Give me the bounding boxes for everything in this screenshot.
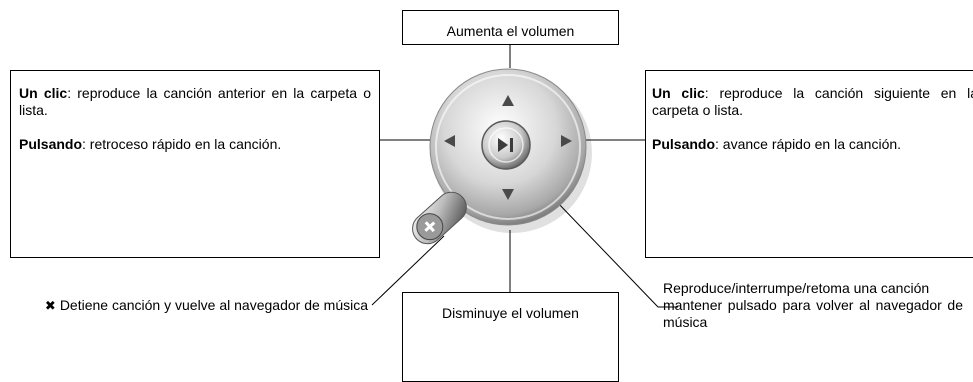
- left-arrow-icon[interactable]: [444, 135, 455, 147]
- previous-single-click-label: Un clic: [19, 85, 68, 101]
- stop-text: Detiene canción y vuelve al navegador de…: [59, 297, 368, 313]
- next-single-click-text: : reproduce la canción siguiente en la c…: [652, 85, 973, 118]
- play-pause-line2: mantener pulsado para volver al navegado…: [663, 297, 963, 330]
- previous-hold-text: : retroceso rápido en la canción.: [82, 136, 282, 152]
- previous-hold-label: Pulsando: [19, 136, 83, 152]
- next-single-click-label: Un clic: [652, 85, 705, 101]
- play-pause-line1: Reproduce/interrumpe/retoma una canción: [663, 280, 930, 296]
- play-pause-icon: [498, 138, 513, 152]
- stop-callout: ✖Detiene canción y vuelve al navegador d…: [30, 297, 368, 314]
- play-pause-callout: Reproduce/interrumpe/retoma una canción …: [663, 280, 963, 331]
- previous-single-click-text: : reproduce la canción anterior en la ca…: [19, 85, 372, 118]
- stop-button[interactable]: [406, 186, 472, 250]
- next-single-click: Un clic: reproduce la canción siguiente …: [652, 85, 973, 119]
- leader-stop: [371, 235, 445, 306]
- right-arrow-icon[interactable]: [561, 135, 572, 147]
- previous-single-click: Un clic: reproduce la canción anterior e…: [19, 85, 371, 119]
- volume-up-callout: Aumenta el volumen: [402, 10, 619, 45]
- previous-callout: Un clic: reproduce la canción anterior e…: [10, 70, 380, 258]
- control-diagram: [371, 45, 678, 308]
- volume-down-text: Disminuye el volumen: [442, 305, 579, 321]
- next-callout: Un clic: reproduce la canción siguiente …: [645, 70, 973, 258]
- plus-icon: [424, 221, 436, 233]
- next-hold: Pulsando: avance rápido en la canción.: [652, 136, 973, 153]
- down-arrow-icon[interactable]: [502, 189, 514, 200]
- previous-hold: Pulsando: retroceso rápido en la canción…: [19, 136, 371, 153]
- up-arrow-icon[interactable]: [502, 95, 514, 106]
- next-hold-text: : avance rápido en la canción.: [715, 136, 902, 152]
- volume-up-text: Aumenta el volumen: [446, 23, 575, 39]
- x-mark-icon: ✖: [44, 298, 56, 313]
- next-hold-label: Pulsando: [652, 136, 716, 152]
- volume-down-callout: Disminuye el volumen: [402, 292, 619, 382]
